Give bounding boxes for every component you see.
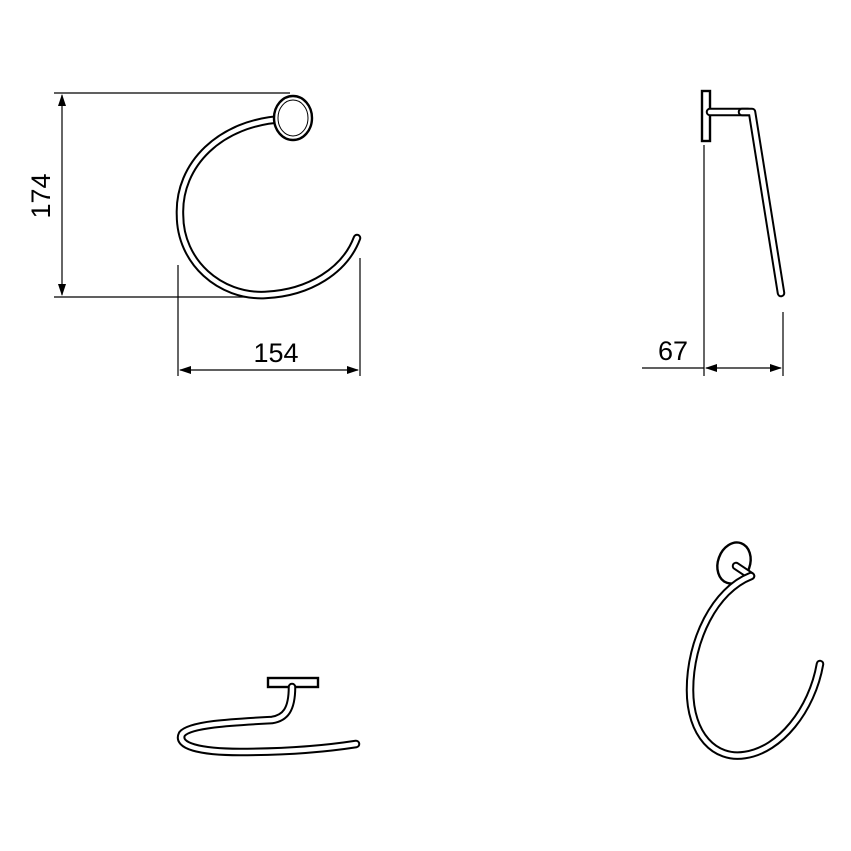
front-view: 174 154 (26, 92, 362, 376)
height-dimension-label: 174 (26, 173, 56, 218)
side-view: 67 (642, 89, 786, 376)
top-view (176, 676, 361, 757)
width-dimension-label: 154 (253, 338, 298, 368)
towel-ring-side-inner (739, 109, 784, 296)
wall-rosette-front-inner (277, 99, 309, 137)
towel-ring-front-inner (177, 116, 360, 298)
depth-dimension-label: 67 (658, 336, 688, 366)
towel-ring-perspective (685, 571, 825, 760)
towel-ring-top-inner (178, 684, 359, 755)
towel-ring-perspective-inner (687, 573, 823, 758)
towel-ring-front (175, 114, 362, 300)
perspective-view (685, 541, 825, 760)
